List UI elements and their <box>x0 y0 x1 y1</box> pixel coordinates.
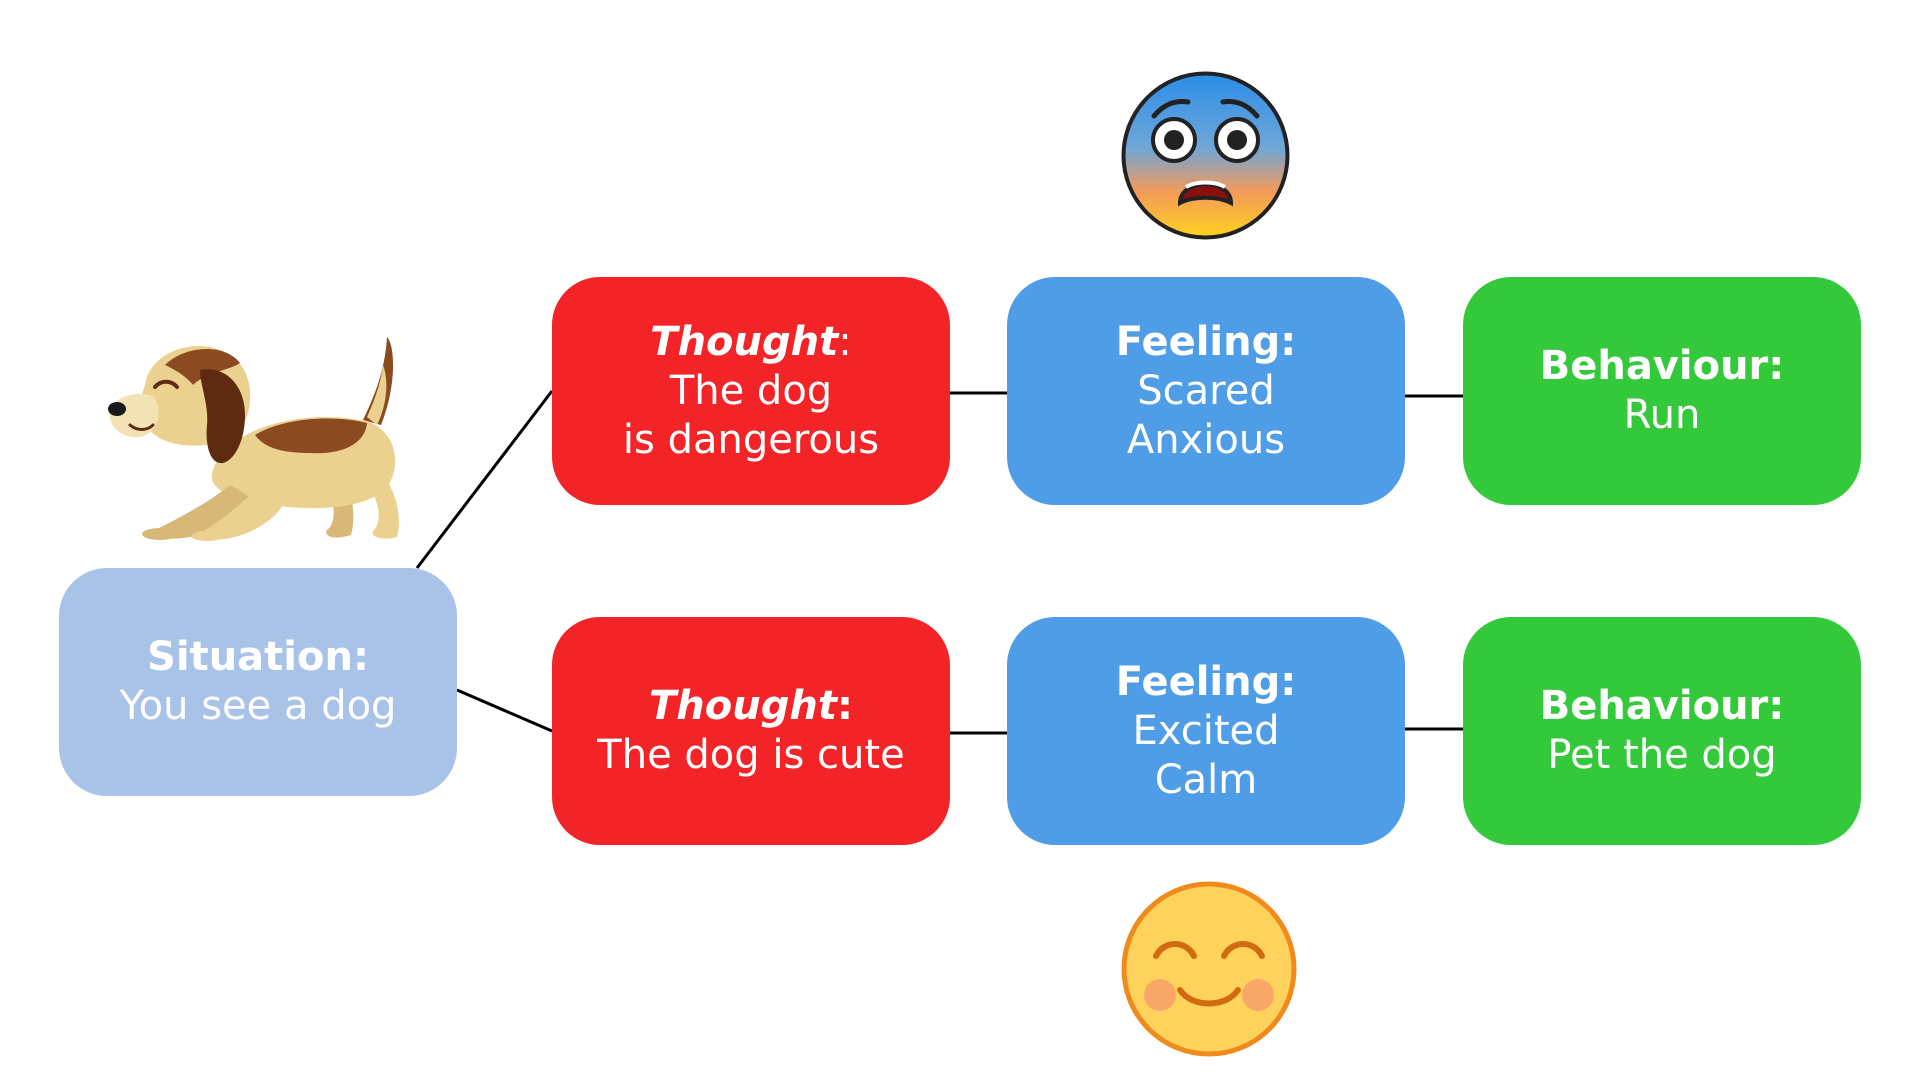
situation-text: You see a dog <box>119 683 397 729</box>
thought-heading: Thought: <box>650 318 851 367</box>
thought-heading: Thought: <box>649 682 853 731</box>
thought-box-cute: Thought: The dog is cute <box>552 617 950 845</box>
thought-heading-word: Thought <box>649 683 837 729</box>
feeling-box-scared: Feeling: Scared Anxious <box>1007 277 1405 505</box>
feeling-heading: Feeling: <box>1115 318 1297 365</box>
fearful-face-icon <box>1121 71 1290 240</box>
behaviour-text: Run <box>1623 392 1701 438</box>
feeling-box-excited: Feeling: Excited Calm <box>1007 617 1405 845</box>
thought-heading-colon: : <box>836 683 853 729</box>
feeling-text-line-1: Scared <box>1137 367 1275 414</box>
connector-situation-thought-2 <box>456 688 553 733</box>
behaviour-heading: Behaviour: <box>1539 683 1785 729</box>
feeling-text-line-1: Excited <box>1132 707 1280 754</box>
thought-box-dangerous: Thought: The dog is dangerous <box>552 277 950 505</box>
situation-box: Situation: You see a dog <box>59 568 457 796</box>
thought-text-line-2: is dangerous <box>622 416 880 463</box>
behaviour-heading: Behaviour: <box>1539 343 1785 389</box>
feeling-text-line-2: Calm <box>1154 756 1258 803</box>
smiling-face-icon <box>1121 881 1297 1057</box>
behaviour-box-run: Behaviour: Run <box>1463 277 1861 505</box>
feeling-text-line-2: Anxious <box>1126 416 1286 463</box>
dog-icon <box>108 337 399 541</box>
feeling-heading: Feeling: <box>1115 658 1297 705</box>
connector-situation-thought-1 <box>415 390 554 569</box>
thought-text-line-1: The dog is cute <box>597 732 905 778</box>
thought-heading-colon: : <box>838 318 852 365</box>
behaviour-text: Pet the dog <box>1547 732 1777 778</box>
situation-heading: Situation: <box>147 634 369 680</box>
thought-text-line-1: The dog <box>669 367 833 414</box>
behaviour-box-pet: Behaviour: Pet the dog <box>1463 617 1861 845</box>
thought-heading-word: Thought <box>650 318 839 365</box>
